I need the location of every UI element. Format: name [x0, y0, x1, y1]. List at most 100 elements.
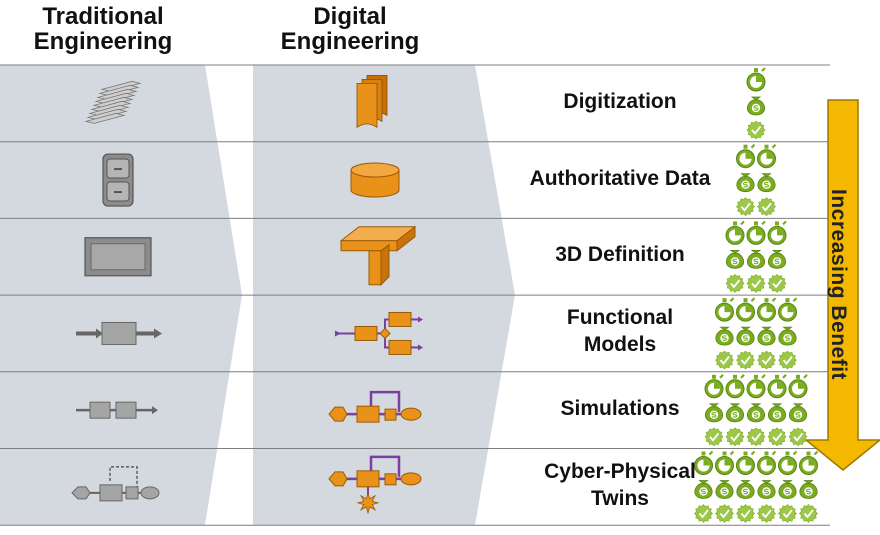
quality-badge-icon [736, 504, 755, 523]
stopwatch-icon [778, 450, 798, 475]
increasing-benefit-label: Increasing Benefit [827, 189, 850, 381]
stopwatch-icon [725, 374, 745, 399]
money-bag-icon [757, 173, 776, 193]
digital-header-line-2: Engineering [280, 28, 420, 55]
row-label: Digitization [500, 88, 740, 115]
stopwatch-icon [736, 450, 756, 475]
quality-badge-icon [746, 427, 766, 447]
benefit-icons-row-3 [725, 220, 787, 293]
functional-model-icon [335, 311, 423, 355]
quality-badge-icon [725, 273, 745, 293]
digital-header-line-1: Digital [313, 3, 387, 30]
row-label: Authoritative Data [500, 165, 740, 192]
quality-badge-icon [767, 273, 787, 293]
quality-badge-icon [757, 350, 776, 370]
stopwatch-icon [757, 297, 777, 322]
money-bag-icon [715, 326, 734, 346]
money-bag-icon [736, 480, 755, 499]
quality-badge-icon [736, 197, 755, 217]
loop-diagram-icon [71, 466, 160, 502]
stopwatch-icon [799, 450, 819, 475]
stopwatch-icon [736, 143, 756, 169]
digital-engineering-header: Digital Engineering [250, 4, 450, 54]
cyber-twin-icon [328, 455, 422, 515]
stopwatch-icon [778, 297, 798, 322]
stopwatch-icon [788, 374, 808, 399]
money-bag-icon [736, 326, 755, 346]
quality-badge-icon [788, 427, 808, 447]
row-6 [71, 450, 819, 523]
stopwatch-icon [757, 143, 777, 169]
simulation-icon [328, 390, 422, 423]
row-label-line: 3D Definition [555, 243, 685, 267]
row-1 [84, 67, 766, 140]
row-label-line: Twins [591, 486, 649, 510]
row-label-line: Simulations [560, 396, 680, 420]
benefit-icons-row-2 [736, 143, 777, 217]
row-label-line: Authoritative Data [529, 166, 711, 190]
quality-badge-icon [757, 504, 776, 523]
money-bag-icon [746, 96, 766, 116]
increasing-benefit-arrow [803, 99, 880, 471]
stopwatch-icon [715, 297, 735, 322]
traditional-engineering-header: Traditional Engineering [3, 4, 203, 54]
stopwatch-icon [715, 450, 735, 475]
quality-badge-icon [704, 427, 724, 447]
quality-badge-icon [715, 350, 734, 370]
quality-badge-icon [694, 504, 713, 523]
database-icon [350, 162, 400, 198]
stopwatch-icon [767, 374, 787, 399]
money-bag-icon [757, 480, 776, 499]
row-3 [84, 220, 787, 293]
money-bag-icon [746, 250, 766, 269]
stopwatch-icon [757, 450, 777, 475]
benefit-icons-row-1 [746, 67, 766, 140]
stopwatch-icon [767, 220, 787, 245]
stopwatch-icon [704, 374, 724, 399]
document-icon [356, 74, 388, 129]
stopwatch-icon [746, 220, 766, 245]
money-bag-icon [778, 326, 797, 346]
benefit-icons-row-5 [704, 374, 808, 447]
block-chain-icon [76, 401, 158, 419]
3d-part-icon [339, 225, 417, 286]
row-label: Simulations [500, 395, 740, 422]
money-bag-icon [778, 480, 797, 499]
money-bag-icon [788, 403, 808, 423]
money-bag-icon [725, 250, 745, 269]
row-label-line: Models [583, 333, 657, 357]
money-bag-icon [757, 326, 776, 346]
row-label-line: Functional [566, 306, 674, 330]
row-label-line: Cyber-Physical [544, 459, 696, 483]
stopwatch-icon [746, 374, 766, 399]
money-bag-icon [767, 250, 787, 269]
stopwatch-icon [725, 220, 745, 245]
money-bag-icon [767, 403, 787, 423]
money-bag-icon [704, 403, 724, 423]
process-block-icon [76, 321, 162, 345]
row-label: 3D Definition [500, 241, 740, 268]
quality-badge-icon [746, 120, 766, 140]
quality-badge-icon [778, 504, 797, 523]
paper-stack-icon [84, 80, 142, 124]
traditional-header-line-2: Engineering [33, 28, 173, 55]
quality-badge-icon [725, 427, 745, 447]
money-bag-icon [715, 480, 734, 499]
quality-badge-icon [715, 504, 734, 523]
money-bag-icon [799, 480, 818, 499]
quality-badge-icon [767, 427, 787, 447]
benefit-icons-row-6 [694, 450, 819, 523]
benefit-icons-row-4 [715, 297, 798, 370]
row-4 [76, 297, 798, 370]
stopwatch-icon [746, 67, 766, 92]
stopwatch-icon [694, 450, 714, 475]
quality-badge-icon [778, 350, 797, 370]
row-label-line: Digitization [563, 89, 677, 113]
quality-badge-icon [746, 273, 766, 293]
drawing-sheet-icon [84, 237, 152, 277]
row-5 [76, 374, 808, 447]
quality-badge-icon [757, 197, 776, 217]
